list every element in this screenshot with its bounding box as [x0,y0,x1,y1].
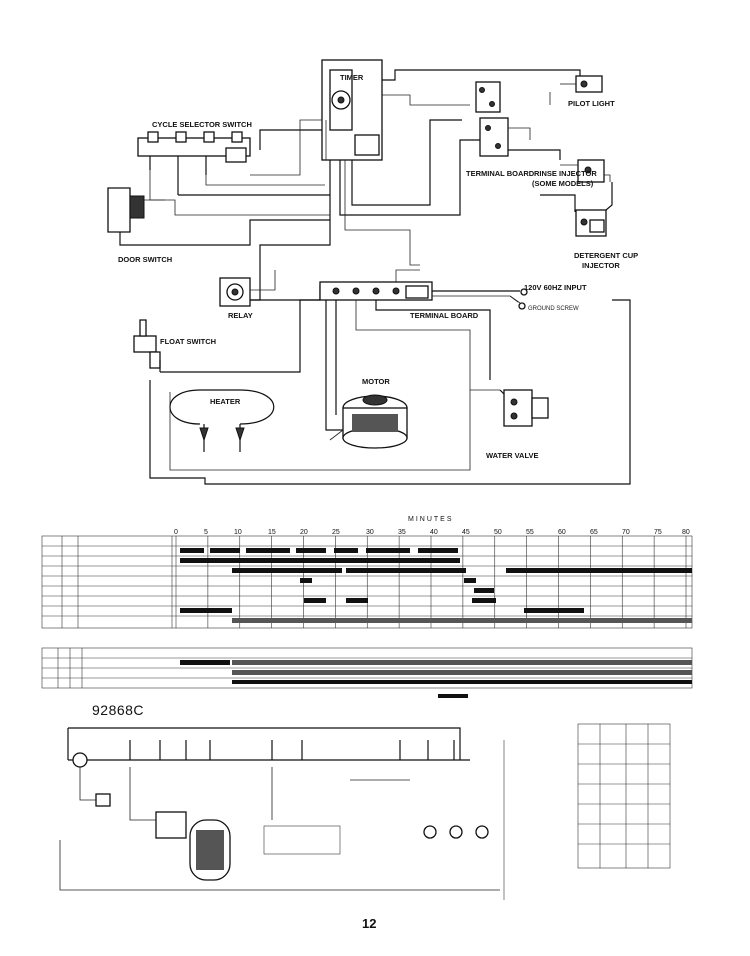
timer-label: TIMER [340,73,364,82]
minute-tick-labels: 0 5 10 15 20 25 30 35 40 45 50 55 60 65 … [174,529,690,536]
schematic-contacts [72,740,455,768]
wire-board-timer [395,269,420,282]
page-number: 12 [362,916,377,931]
tick-0: 0 [174,529,178,536]
harness-outer-loop [149,299,631,485]
power-input-component [509,288,528,310]
door-switch-label: DOOR SWITCH [118,255,172,264]
tick-60: 60 [558,529,566,536]
heater-component [169,389,275,452]
power-input-label: 120V 60HZ INPUT [524,283,587,292]
mid-terminal-board-component [319,281,520,303]
tick-35: 35 [398,529,406,536]
tick-15: 15 [268,529,276,536]
wire-timer-selector-2 [250,119,322,176]
motor-label: MOTOR [362,377,390,386]
cycle-selector-matrix [577,723,671,869]
wire-selector-timer-2 [149,170,330,216]
wire-timer-board [344,160,420,266]
detergent-cup-label: DETERGENT CUP [574,251,638,260]
water-valve-label: WATER VALVE [486,451,539,460]
pilot-light-component [549,75,603,105]
float-switch-label: FLOAT SWITCH [160,337,216,346]
terminal-board-top-label: TERMINAL BOARD [466,169,535,178]
timer-sequence-chart: 0 5 10 15 20 25 30 35 40 45 50 55 60 65 … [41,529,693,698]
wire-timer-terminal-2 [339,139,490,216]
ladder-schematic [59,723,671,900]
detergent-cup-injector-component [540,182,613,237]
schematic-loads [59,740,505,900]
relay-label: RELAY [228,311,253,320]
heater-label: HEATER [210,397,241,406]
wiring-diagram: TIMER PILOT LIGHT CYCLE SELECTOR SWITCH … [107,59,638,485]
harness-inner-loop [169,390,471,471]
injector-label: INJECTOR [582,261,620,270]
schematic-top-rail [68,727,461,760]
tick-70: 70 [622,529,630,536]
tick-25: 25 [332,529,340,536]
minutes-axis-title: MINUTES [408,516,454,523]
cycle-chart-bars [180,660,692,698]
tick-20: 20 [300,529,308,536]
terminal-board-mid-label: TERMINAL BOARD [410,311,479,320]
tick-40: 40 [430,529,438,536]
ground-screw-label: GROUND SCREW [528,306,579,312]
motor-component [329,394,408,449]
wire-board-valve [355,300,500,391]
cycle-selector-switch-label: CYCLE SELECTOR SWITCH [152,120,252,129]
wire-board-valve-2 [375,300,491,380]
tick-75: 75 [654,529,662,536]
tick-65: 65 [590,529,598,536]
tick-80: 80 [682,529,690,536]
rinse-injector-note-label: (SOME MODELS) [532,179,594,188]
model-number: 92868C [92,702,145,718]
cycle-selector-switch-component [137,131,251,195]
tick-10: 10 [234,529,242,536]
tick-5: 5 [204,529,208,536]
wire-timer-relay [250,160,331,301]
tick-55: 55 [526,529,534,536]
float-switch-component [133,319,161,372]
top-terminal-board-component [475,81,561,160]
pilot-light-label: PILOT LIGHT [568,99,615,108]
tick-45: 45 [462,529,470,536]
wire-timer-selector [259,129,322,150]
wire-selector-timer-3 [205,175,325,186]
wire-timer-terminal [351,119,462,206]
water-valve-component [499,389,549,427]
tick-30: 30 [366,529,374,536]
tick-50: 50 [494,529,502,536]
door-switch-component [107,187,330,246]
wire-timer-pilot-2 [382,94,470,106]
timer-component [321,59,383,161]
wire-timer-pilot [382,69,581,85]
relay-component [219,270,321,307]
rinse-injector-component [560,159,611,183]
rinse-injector-label: RINSE INJECTOR [534,169,597,178]
timer-intervals [180,548,692,623]
wire-board-motor-2 [325,300,350,431]
